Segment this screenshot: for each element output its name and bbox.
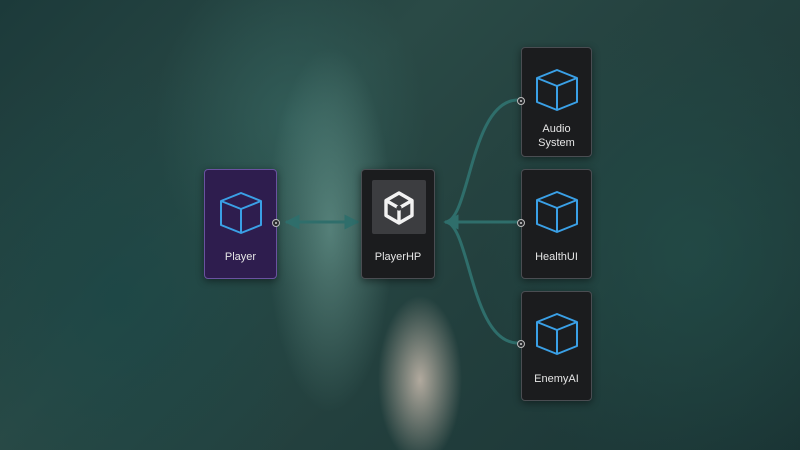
- node-label: EnemyAI: [534, 373, 579, 385]
- edge-enemyai-playerhp[interactable]: [443, 214, 519, 345]
- output-port[interactable]: [272, 219, 280, 227]
- output-port[interactable]: [517, 97, 525, 105]
- cube-icon: [220, 192, 262, 234]
- cube-icon: [536, 69, 578, 111]
- node-audio-system[interactable]: Audio System: [517, 47, 592, 157]
- edge-audiosystem-playerhp[interactable]: [443, 98, 519, 230]
- cube-icon: [536, 313, 578, 355]
- cube-icon: [536, 191, 578, 233]
- node-healthui[interactable]: HealthUI: [517, 169, 592, 279]
- icon-tile: [372, 180, 426, 234]
- node-label: Player: [224, 251, 257, 263]
- node-label-line1: Audio: [542, 123, 571, 135]
- node-label-line2: System: [538, 137, 575, 149]
- output-port[interactable]: [517, 340, 525, 348]
- output-port[interactable]: [517, 219, 525, 227]
- node-player[interactable]: Player: [204, 169, 280, 279]
- unity-logo-icon: [384, 191, 414, 225]
- node-playerhp[interactable]: PlayerHP: [361, 169, 435, 279]
- node-label: PlayerHP: [374, 251, 422, 263]
- node-label: HealthUI: [535, 251, 578, 263]
- node-enemyai[interactable]: EnemyAI: [517, 291, 592, 401]
